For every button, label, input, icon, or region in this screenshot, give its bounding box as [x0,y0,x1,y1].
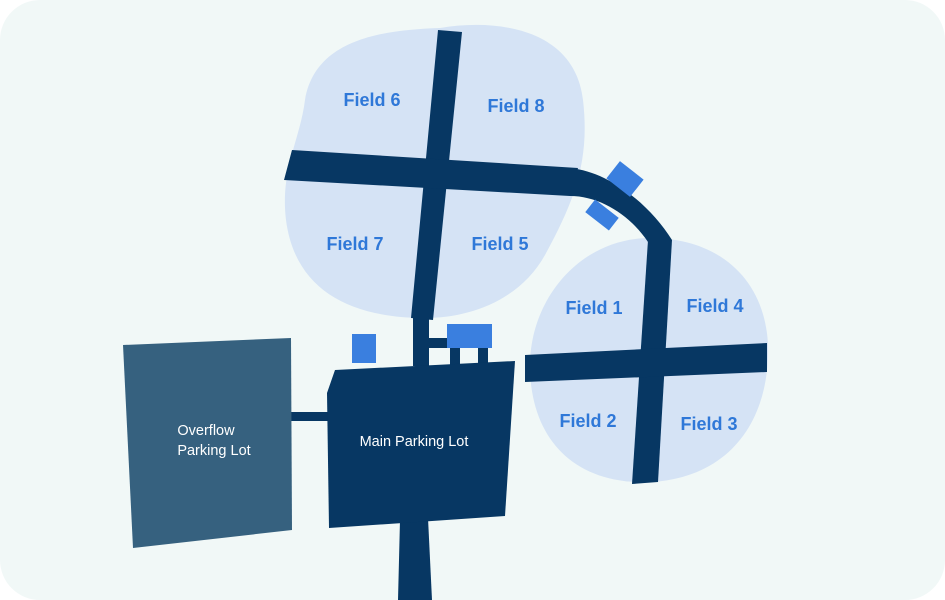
main-parking-lot[interactable] [327,361,515,528]
field-4-label: Field 4 [686,296,743,316]
road-connector-bridge [425,338,455,348]
road-lower-horizontal [525,343,767,382]
road-connector-overflow [288,412,333,421]
structures [352,161,644,363]
field-1-label: Field 1 [565,298,622,318]
main-parking-lot-label: Main Parking Lot [360,434,469,450]
road-upper-horizontal [284,150,578,196]
field-5-label: Field 5 [471,234,528,254]
road-connector-upper [413,316,429,366]
overflow-lot-label-line2: Parking Lot [177,443,250,459]
road-post-left [450,346,460,366]
overflow-parking-lot[interactable] [123,338,292,548]
overflow-lot-label-line1: Overflow [177,423,235,439]
field-7-label: Field 7 [326,234,383,254]
road-post-right [478,346,488,366]
building-pavilion [447,324,492,348]
building-diamond-lower [585,199,619,231]
field-6-label: Field 6 [343,90,400,110]
field-2-label: Field 2 [559,411,616,431]
building-small [352,334,376,363]
road-exit-south [398,518,432,600]
roads [284,30,767,600]
building-diamond-upper [606,161,644,197]
field-8-label: Field 8 [487,96,544,116]
road-curve [570,168,672,242]
field-3-label: Field 3 [680,414,737,434]
